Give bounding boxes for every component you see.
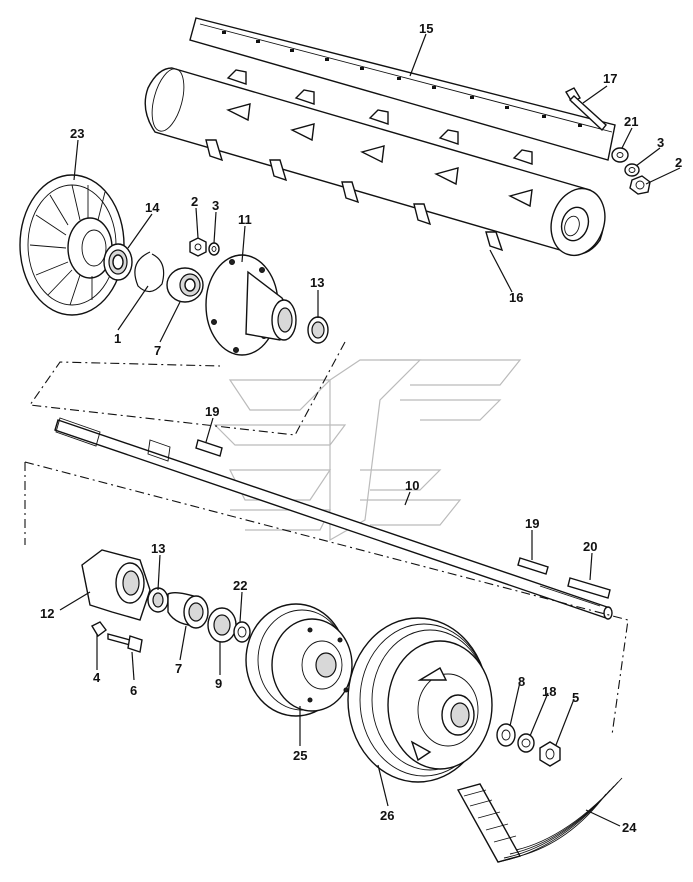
nut-5 [539,741,561,767]
nut-2-middle [189,237,207,257]
label-24: 24 [622,820,637,835]
ring-22 [233,621,251,643]
label-25: 25 [293,748,307,763]
bolt-17 [565,87,607,132]
label-14: 14 [145,200,160,215]
label-3-middle: 3 [212,198,219,213]
label-18: 18 [542,684,556,699]
vbelt-24 [456,777,623,863]
bearing-14 [103,243,133,281]
label-7-top: 7 [154,343,161,358]
label-17: 17 [603,71,617,86]
seal-13-top [307,316,329,344]
label-21: 21 [624,114,638,129]
washer-8 [496,723,516,747]
shaft-10 [54,417,613,620]
watermark-logo [213,359,522,542]
label-12: 12 [40,606,54,621]
label-26: 26 [380,808,394,823]
part-labels: 15 17 21 3 2 23 14 2 3 11 13 16 1 7 19 1… [40,21,682,835]
label-2-top: 2 [675,155,682,170]
spacer-9 [207,607,237,643]
bearing-7-lower [167,591,209,629]
leader-lines [59,33,681,827]
label-19-lower: 19 [525,516,539,531]
label-9: 9 [215,676,222,691]
label-8: 8 [518,674,525,689]
assembly-outline-upper [29,341,346,436]
spoked-wheel-23 [19,174,125,316]
label-11: 11 [238,212,252,227]
label-2-middle: 2 [191,194,198,209]
seal-13-lower [147,587,169,613]
label-15: 15 [419,21,433,36]
bearing-housing-12 [81,549,151,621]
circlip-1 [134,251,165,293]
washer-21 [611,147,629,163]
label-7-lower: 7 [175,661,182,676]
label-6: 6 [130,683,137,698]
flange-housing-11 [205,254,297,356]
label-13-top: 13 [310,275,324,290]
nut-2-top [629,175,651,195]
label-19-upper: 19 [205,404,219,419]
label-13-lower: 13 [151,541,165,556]
lockwasher-3-top [624,163,640,177]
bearing-7-top [166,267,204,303]
label-23: 23 [70,126,84,141]
label-22: 22 [233,578,247,593]
pulley-25 [245,603,353,717]
vbelt-pulley-26 [347,617,493,783]
label-5: 5 [572,690,579,705]
key-19-upper [195,439,223,457]
assembly-outline-lower [24,461,629,736]
drum-cylinder [144,67,606,257]
label-16: 16 [509,290,523,305]
label-1: 1 [114,331,121,346]
lockwasher-4 [91,621,107,638]
bolt-6 [107,633,143,653]
lockwasher-3-middle [208,242,220,256]
label-4: 4 [93,670,101,685]
key-19-lower [517,557,549,575]
label-10: 10 [405,478,419,493]
knife-bar [189,17,616,161]
label-20: 20 [583,539,597,554]
lockwasher-18 [517,733,535,753]
label-3-top: 3 [657,135,664,150]
key-20 [567,577,611,599]
